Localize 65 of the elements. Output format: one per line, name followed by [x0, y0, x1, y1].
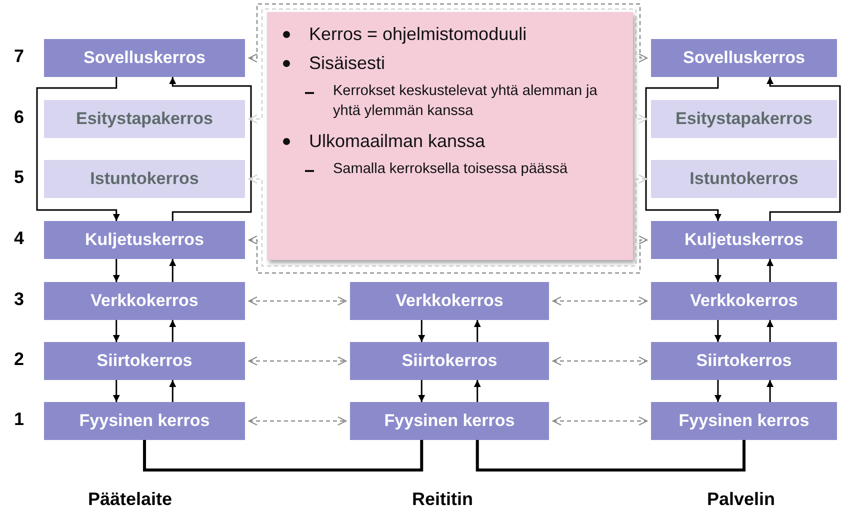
arrow	[36, 77, 120, 221]
dashed-double-arrow	[248, 3, 648, 63]
layer-number: 4	[14, 228, 24, 249]
layer-number: 1	[14, 409, 24, 430]
layer-box: Kuljetuskerros	[44, 221, 245, 259]
layer-box: Siirtokerros	[350, 342, 549, 380]
layer-box: Esitystapakerros	[44, 100, 245, 138]
sub-bullet-text: Samalla kerroksella toisessa päässä	[333, 160, 568, 180]
layer-box: Sovelluskerros	[44, 39, 245, 77]
arrow	[169, 259, 176, 282]
dashed-double-arrow	[552, 356, 648, 366]
layer-box: Kuljetuskerros	[651, 221, 837, 259]
arrow	[169, 380, 176, 402]
layer-box: Verkkokerros	[651, 282, 837, 320]
arrow	[418, 320, 426, 342]
arrow	[112, 259, 120, 282]
arrow	[418, 380, 426, 402]
dashed-double-arrow	[248, 8, 648, 124]
layer-box: Siirtokerros	[44, 342, 245, 380]
layer-box: Istuntokerros	[651, 160, 837, 198]
layer-box: Verkkokerros	[44, 282, 245, 320]
layer-box: Fyysinen kerros	[651, 402, 837, 440]
layer-number: 6	[14, 107, 24, 128]
device-label: Reititin	[412, 489, 473, 510]
connection-line	[476, 440, 746, 472]
arrow	[766, 259, 774, 282]
layer-box: Verkkokerros	[350, 282, 549, 320]
connection-line	[143, 440, 424, 472]
dashed-double-arrow	[552, 296, 648, 306]
layer-box: Fyysinen kerros	[44, 402, 245, 440]
device-label: Päätelaite	[88, 489, 172, 510]
device-label: Palvelin	[707, 489, 776, 510]
bullet-text: Kerros = ohjelmistomoduuli	[309, 24, 527, 45]
dashed-double-arrow	[248, 174, 648, 267]
arrow	[112, 320, 120, 342]
arrow	[474, 320, 481, 342]
bullet-text: Ulkomaailman kanssa	[309, 131, 486, 152]
arrow	[169, 320, 176, 342]
sub-bullet-text: Kerrokset keskustelevat yhtä alemman ja yhtä ylemmän kanssa	[333, 82, 598, 121]
layer-number: 5	[14, 167, 24, 188]
layer-box: Esitystapakerros	[651, 100, 837, 138]
layer-box: Siirtokerros	[651, 342, 837, 380]
arrow	[169, 77, 252, 221]
dashed-double-arrow	[552, 416, 648, 426]
layer-box: Istuntokerros	[44, 160, 245, 198]
arrow	[766, 77, 841, 221]
layer-box: Sovelluskerros	[651, 39, 837, 77]
arrow	[766, 320, 774, 342]
layer-number: 3	[14, 289, 24, 310]
dashed-double-arrow	[248, 416, 347, 426]
dashed-double-arrow	[248, 356, 347, 366]
layer-number: 7	[14, 46, 24, 67]
layer-box: Fyysinen kerros	[350, 402, 549, 440]
arrow	[714, 259, 722, 282]
dashed-double-arrow	[248, 296, 347, 306]
arrow	[112, 380, 120, 402]
dashed-double-arrow	[248, 235, 648, 274]
layer-number: 2	[14, 349, 24, 370]
arrow	[714, 380, 722, 402]
arrow	[645, 77, 722, 221]
arrow	[714, 320, 722, 342]
arrow	[766, 380, 774, 402]
arrow	[474, 380, 481, 402]
bullet-text: Sisäisesti	[309, 53, 386, 74]
note-box	[267, 12, 633, 260]
